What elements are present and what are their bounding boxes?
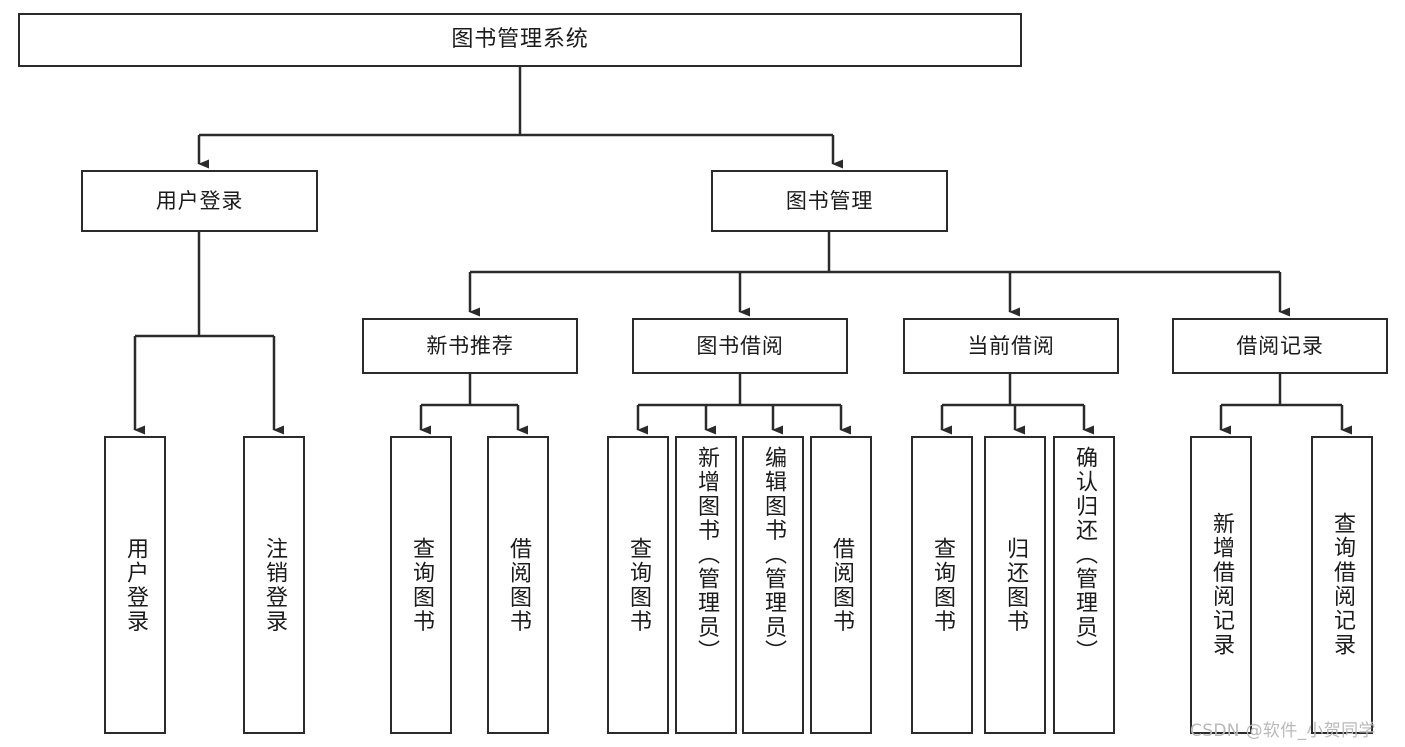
node-book-manage-label: 图书管理 [785, 188, 874, 213]
node-book-manage[interactable]: 图书管理 [711, 170, 948, 232]
leaf-edit-book[interactable]: 编辑图书（管理员） [742, 436, 804, 734]
node-borrow-record-label: 借阅记录 [1236, 333, 1324, 358]
leaf-add-book[interactable]: 新增图书（管理员） [675, 436, 737, 734]
leaf-logout-label: 注销登录 [262, 536, 287, 634]
leaf-user-login-label: 用户登录 [123, 536, 148, 634]
leaf-query-book-1-label: 查询图书 [409, 536, 434, 634]
node-book-borrow-label: 图书借阅 [696, 333, 784, 358]
leaf-borrow-book-1[interactable]: 借阅图书 [487, 436, 549, 734]
leaf-query-book-1[interactable]: 查询图书 [390, 436, 452, 734]
leaf-add-record-label: 新增借阅记录 [1209, 512, 1234, 658]
leaf-query-record-label: 查询借阅记录 [1330, 512, 1355, 658]
leaf-borrow-book-2[interactable]: 借阅图书 [810, 436, 872, 734]
leaf-edit-book-label: 编辑图书（管理员） [761, 446, 786, 664]
node-user-login-label: 用户登录 [155, 188, 244, 213]
leaf-borrow-book-1-label: 借阅图书 [506, 536, 531, 634]
leaf-query-book-3-label: 查询图书 [930, 536, 955, 634]
leaf-query-book-2-label: 查询图书 [626, 536, 651, 634]
leaf-return-book-label: 归还图书 [1003, 536, 1028, 634]
node-current-borrow-label: 当前借阅 [967, 333, 1055, 358]
leaf-return-book[interactable]: 归还图书 [984, 436, 1046, 734]
leaf-user-login[interactable]: 用户登录 [104, 436, 166, 734]
leaf-borrow-book-2-label: 借阅图书 [829, 536, 854, 634]
node-root-label: 图书管理系统 [451, 27, 589, 53]
leaf-confirm-return[interactable]: 确认归还（管理员） [1053, 436, 1115, 734]
node-user-login[interactable]: 用户登录 [81, 170, 318, 232]
leaf-query-record[interactable]: 查询借阅记录 [1311, 436, 1373, 734]
node-book-borrow[interactable]: 图书借阅 [632, 318, 848, 374]
leaf-confirm-return-label: 确认归还（管理员） [1072, 446, 1097, 664]
leaf-query-book-3[interactable]: 查询图书 [911, 436, 973, 734]
node-new-book-rec[interactable]: 新书推荐 [362, 318, 578, 374]
node-borrow-record[interactable]: 借阅记录 [1172, 318, 1388, 374]
leaf-logout[interactable]: 注销登录 [243, 436, 305, 734]
leaf-add-book-label: 新增图书（管理员） [694, 446, 719, 664]
node-root[interactable]: 图书管理系统 [18, 13, 1022, 67]
node-current-borrow[interactable]: 当前借阅 [903, 318, 1119, 374]
node-new-book-rec-label: 新书推荐 [426, 333, 514, 358]
leaf-query-book-2[interactable]: 查询图书 [607, 436, 669, 734]
leaf-add-record[interactable]: 新增借阅记录 [1190, 436, 1252, 734]
